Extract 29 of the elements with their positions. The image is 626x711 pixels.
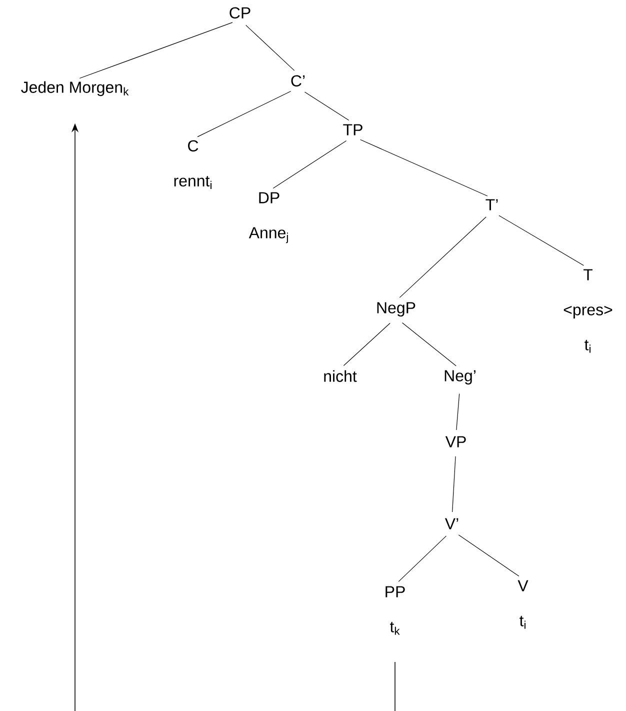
tree-label: C rennt$_{i}$ [174,140,212,189]
tree-branch [360,139,488,196]
tree-branch [246,24,295,71]
tree-branch [402,322,456,366]
tree-label: CP [230,7,250,19]
tree-label: Jeden Morgen$_{k}$ [21,81,129,96]
tree-label: T’ [486,199,498,210]
tree-label: V t$_{i}$ [518,580,528,629]
tree-label: V’ [444,518,458,530]
tree-branch [272,140,347,189]
tree-label: PP t$_{k}$ [386,586,405,635]
tree-branch [79,22,233,79]
tree-label: C’ [291,75,305,87]
tree-branch [398,536,447,582]
tree-label: Neg’ [444,370,476,385]
tree-branch [304,92,350,121]
tree-branch [343,322,390,366]
tree-label: NegP [377,302,416,317]
tree-branch [197,90,292,138]
tree-branch [452,456,456,512]
tree-label: VP [445,436,466,448]
tree-label: DP Anne$_{j}$ [248,192,288,244]
tree-branch [458,534,520,576]
tree-label: nicht [324,370,357,382]
tree-branch [399,216,486,298]
tree-label: T <pres> t$_{i}$ [564,269,612,353]
tree-branch [456,393,460,430]
tree-branch [498,215,584,266]
tree-label: TP [343,124,362,136]
